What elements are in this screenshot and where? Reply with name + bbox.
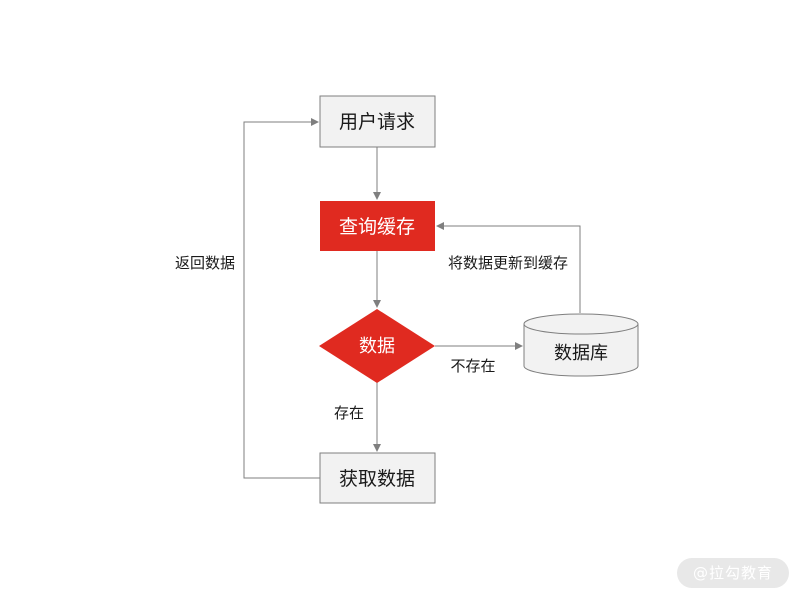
watermark-badge: @拉勾教育 [677, 558, 789, 588]
node-fetch-data: 获取数据 [319, 452, 436, 504]
node-data-decision: 数据 [319, 309, 435, 383]
node-query-cache: 查询缓存 [320, 201, 435, 251]
edge-database-to-cache [436, 222, 581, 313]
edge-label-exist: 存在 [334, 404, 364, 422]
edge-label-update-cache: 将数据更新到缓存 [448, 254, 568, 272]
node-user-request: 用户请求 [319, 95, 436, 148]
node-fetch-data-label: 获取数据 [339, 468, 415, 490]
node-user-request-label: 用户请求 [339, 111, 415, 133]
node-database-label: 数据库 [554, 343, 608, 364]
node-query-cache-label: 查询缓存 [339, 216, 415, 238]
edge-label-return-data: 返回数据 [175, 254, 235, 272]
edge-label-not-exist: 不存在 [450, 357, 495, 375]
node-data-decision-label: 数据 [359, 336, 395, 357]
edge-fetch-to-request [243, 118, 320, 479]
node-database: 数据库 [523, 313, 639, 377]
